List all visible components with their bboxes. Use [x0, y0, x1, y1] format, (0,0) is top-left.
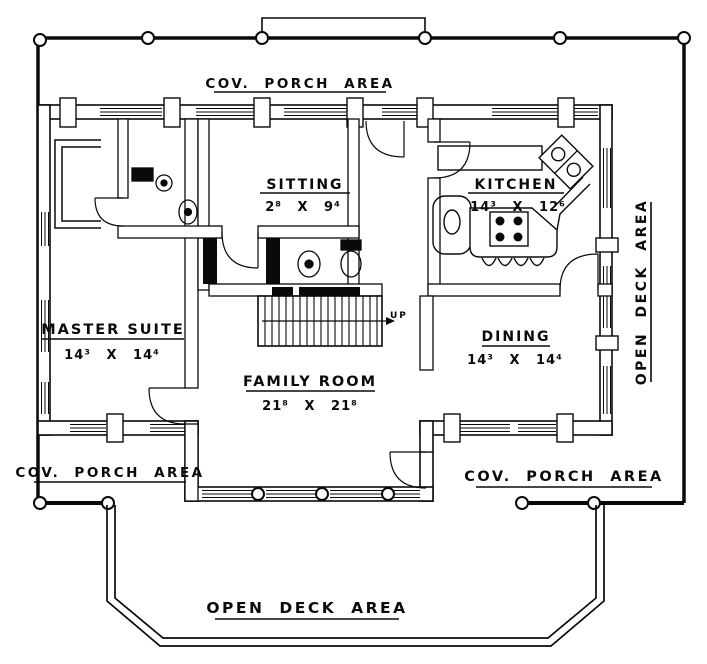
right-deck-label: OPEN DECK AREA	[634, 199, 650, 386]
sitting-label: SITTING	[266, 177, 343, 193]
fireplace	[54, 139, 101, 229]
stairs-up-label: UP	[390, 311, 408, 321]
kitchen-fixtures	[432, 134, 594, 267]
rail-posts	[33, 31, 691, 510]
toilet-icon	[155, 174, 173, 192]
master-suite-label: MASTER SUITE	[41, 322, 185, 338]
kitchen-dims: 14³ X 12⁶	[470, 200, 566, 215]
master-suite-dims: 14³ X 14⁴	[64, 348, 160, 363]
sink-icon	[178, 199, 198, 225]
door-arcs	[94, 120, 599, 489]
kitchen-counter	[437, 145, 543, 171]
kitchen-label: KITCHEN	[475, 177, 558, 193]
open-deck-outline	[106, 505, 605, 647]
hall-door-arc	[221, 231, 259, 269]
dining-dims: 14³ X 14⁴	[467, 353, 563, 368]
family-room-dims: 21⁸ X 21⁸	[262, 399, 358, 414]
dining-door-arc	[559, 253, 599, 291]
bath-fixtures	[131, 167, 362, 278]
family-room-label: FAMILY ROOM	[243, 374, 377, 390]
dining-label: DINING	[482, 329, 551, 345]
toilet-icon	[340, 250, 362, 278]
bath-door-arc	[94, 197, 124, 227]
wall-columns	[59, 97, 619, 443]
bottom-deck-label: OPEN DECK AREA	[206, 599, 407, 617]
left-porch-label: COV. PORCH AREA	[15, 465, 204, 481]
solid-wall-blocks	[203, 238, 360, 296]
bar-stools	[481, 257, 545, 267]
family-door-arc	[389, 451, 427, 489]
stairs	[257, 295, 395, 347]
vanity-icon	[131, 167, 154, 182]
master-door-arc	[148, 387, 186, 425]
entry-door-arc	[365, 120, 405, 158]
label-underlines	[34, 91, 652, 620]
toilet-tank-icon	[340, 239, 362, 251]
stove-icon	[489, 211, 529, 247]
sitting-dims: 2⁸ X 9⁴	[265, 200, 341, 215]
right-porch-label: COV. PORCH AREA	[464, 469, 663, 485]
top-porch-label: COV. PORCH AREA	[205, 76, 394, 92]
right-deck-label-group: OPEN DECK AREA	[634, 199, 652, 386]
kitchen-door-arc	[433, 141, 471, 179]
porch-posts	[251, 487, 395, 501]
counter-edge	[554, 176, 591, 231]
sink-icon	[297, 250, 321, 278]
up-arrow-icon	[386, 317, 395, 325]
